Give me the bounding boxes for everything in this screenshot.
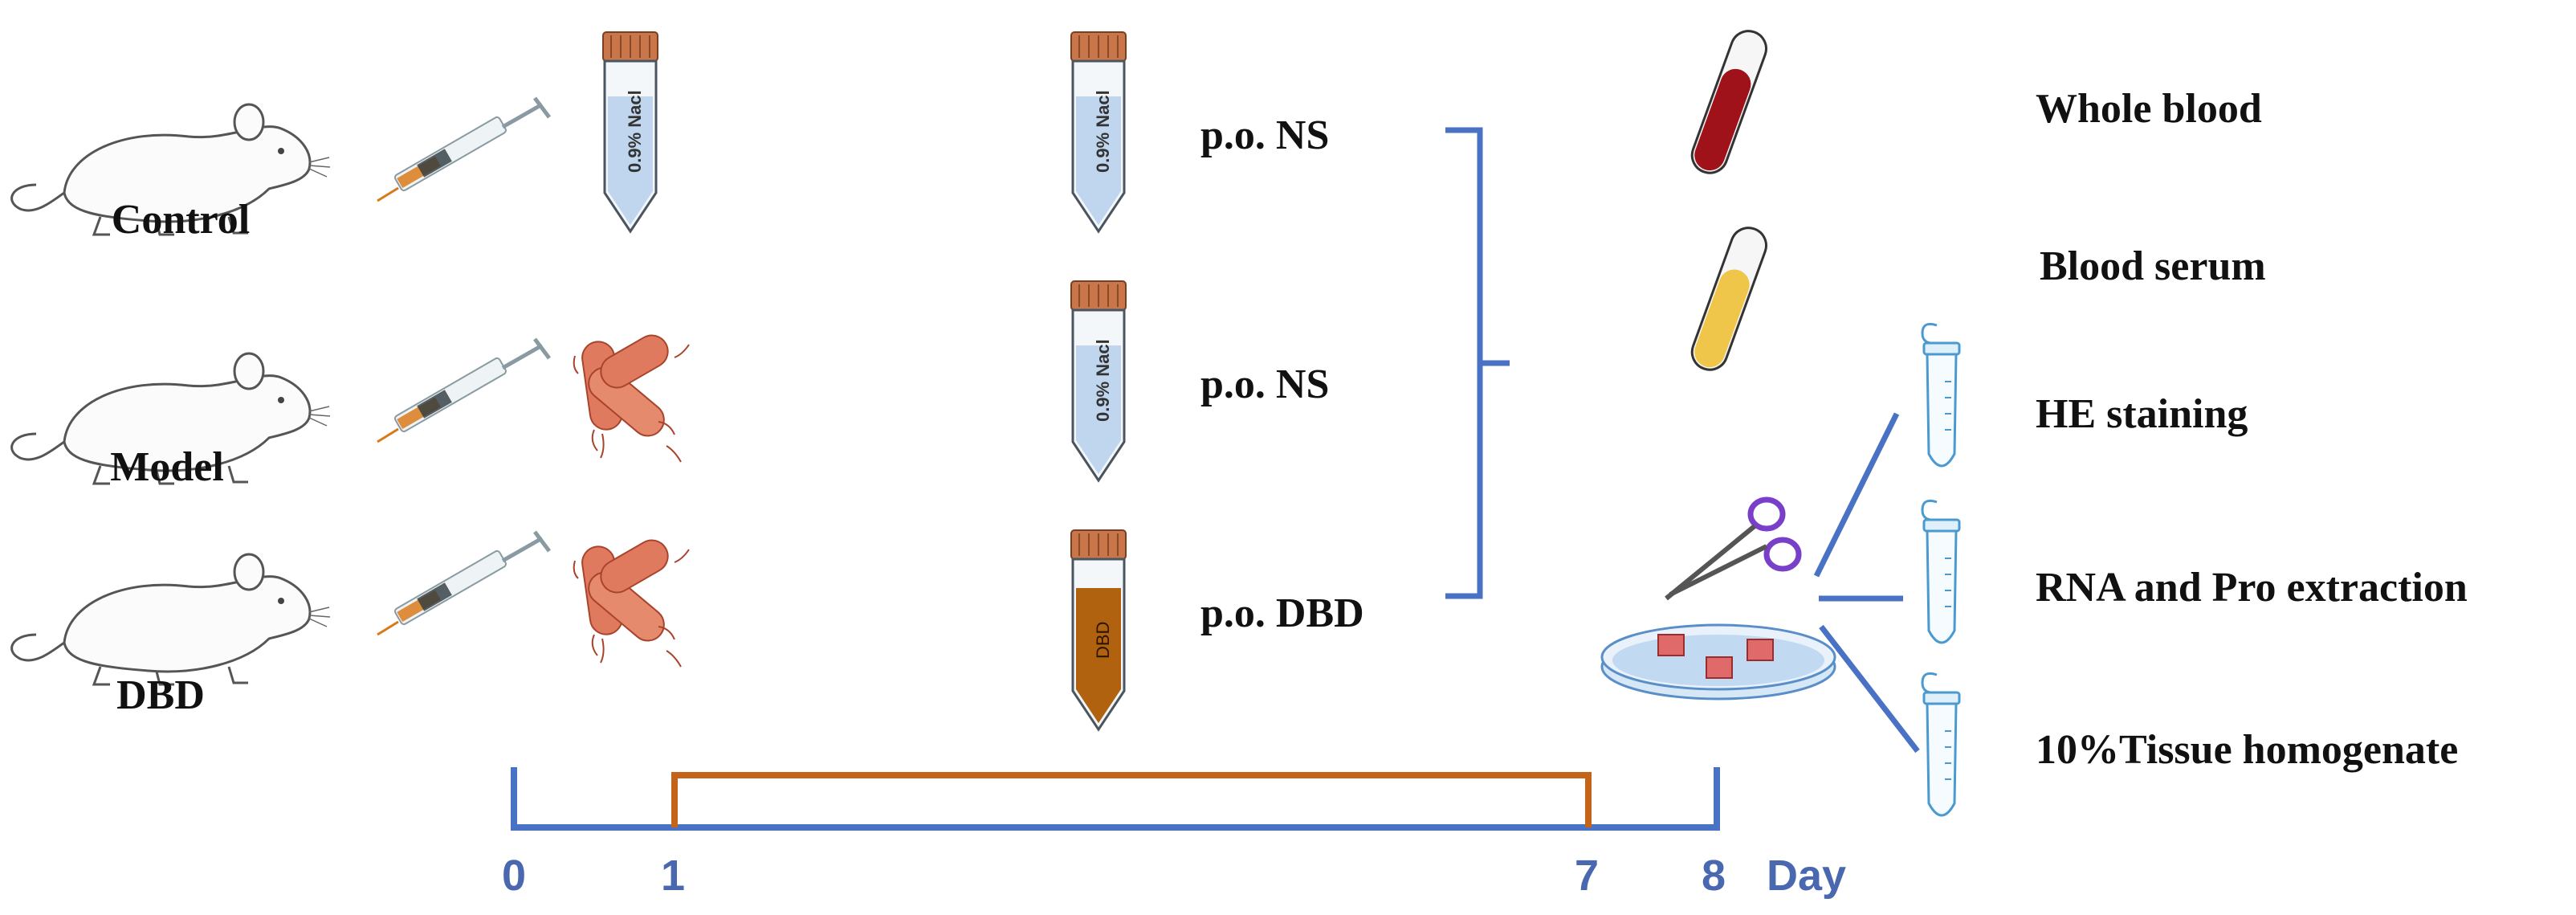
group-label-dbd: DBD xyxy=(116,672,205,718)
sample-label-he-staining: HE staining xyxy=(2036,391,2248,437)
timeline-unit: Day xyxy=(1767,852,1846,900)
sample-label-rna-pro: RNA and Pro extraction xyxy=(2036,565,2468,611)
sample-label-tissue-homogenate: 10%Tissue homogenate xyxy=(2036,727,2458,773)
eppendorf-icon xyxy=(1921,672,1961,817)
bacteria-icon xyxy=(573,533,690,668)
tube-label-dbd: DBD xyxy=(1093,622,1113,659)
treatment-label-control: p.o. NS xyxy=(1200,112,1329,158)
mouse-icon xyxy=(10,553,332,686)
group-label-model: Model xyxy=(110,444,224,490)
tube-label-control-2: 0.9% Nacl xyxy=(1093,90,1113,173)
timeline-tick-8: 8 xyxy=(1702,852,1726,900)
timeline-axis xyxy=(511,767,1720,831)
treatment-label-model: p.o. NS xyxy=(1200,362,1329,407)
timeline-tick-0: 0 xyxy=(502,852,526,900)
eppendorf-icon xyxy=(1921,322,1961,468)
tube-label-model: 0.9% Nacl xyxy=(1093,339,1113,422)
group-bracket xyxy=(1445,127,1510,599)
syringe-icon xyxy=(377,532,549,635)
eppendorf-icon xyxy=(1921,499,1961,644)
petri-dish-icon xyxy=(1600,623,1836,701)
blood-tube-icon xyxy=(1690,30,1767,174)
timeline-tick-7: 7 xyxy=(1575,852,1599,900)
bacteria-icon xyxy=(573,329,690,463)
timeline-tick-1: 1 xyxy=(661,852,685,900)
treatment-period-bar xyxy=(671,772,1592,827)
tube-label-control-1: 0.9% Nacl xyxy=(625,90,645,173)
treatment-label-dbd: p.o. DBD xyxy=(1200,590,1364,636)
scissors-icon xyxy=(1665,496,1802,601)
sample-connectors xyxy=(1813,412,1920,754)
syringe-icon xyxy=(377,98,549,201)
serum-tube-icon xyxy=(1690,227,1767,371)
sample-label-whole-blood: Whole blood xyxy=(2036,86,2262,132)
group-label-control: Control xyxy=(112,197,250,243)
syringe-icon xyxy=(377,339,549,442)
sample-label-blood-serum: Blood serum xyxy=(2040,243,2266,289)
